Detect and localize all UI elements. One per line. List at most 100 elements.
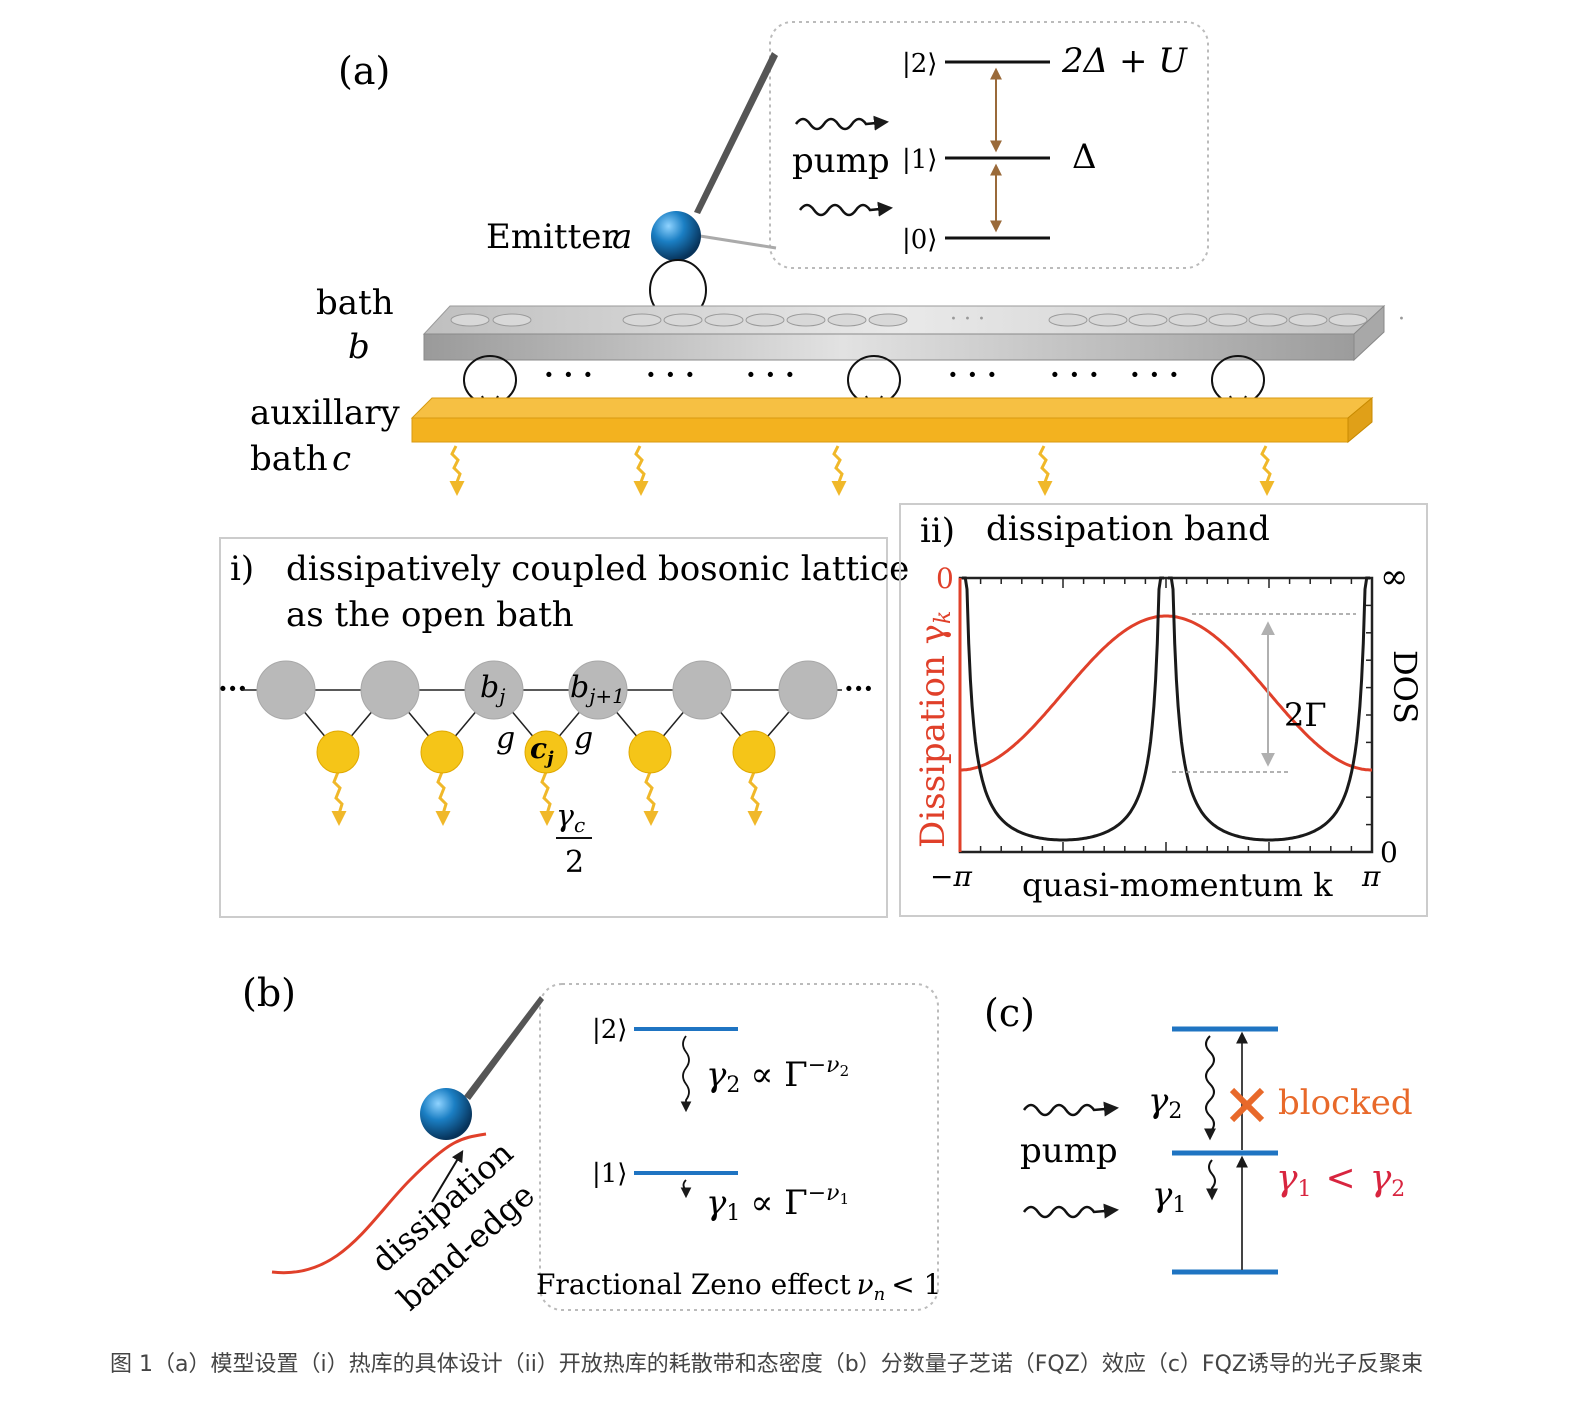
- dots-5: · · ·: [1050, 358, 1099, 391]
- lattice-site-b: [778, 660, 838, 720]
- emitter-label: Emitter: [486, 217, 618, 257]
- gamma1-relation: γ1∝ Γ−ν1: [706, 1181, 849, 1226]
- lattice-site-b: [256, 660, 316, 720]
- g-label-right: g: [574, 721, 593, 756]
- y-axis-label-left: Dissipation γk: [913, 611, 956, 848]
- dissipation-curve: [960, 614, 1372, 772]
- lattice-site-c: [732, 730, 776, 774]
- bath-hole: [1168, 313, 1208, 327]
- panel-b-inset-box: [539, 983, 939, 1311]
- lattice-site-b: [464, 660, 524, 720]
- panel-i-title-1: dissipatively coupled bosonic lattice: [286, 549, 909, 589]
- panel-c-label: (c): [984, 991, 1035, 1035]
- panel-b-ket-1: |1⟩: [592, 1159, 627, 1189]
- panel-b-emitter-ball: [420, 1088, 472, 1140]
- level-inset-box: [769, 21, 1209, 269]
- panel-i-roman: i): [230, 549, 254, 589]
- bosonic-lattice: [242, 660, 842, 826]
- decay-arrow: [633, 445, 649, 496]
- lattice-decay-arrow: [643, 771, 659, 826]
- rate-relation: γ1<γ2: [1276, 1158, 1405, 1202]
- bath-hole: [827, 313, 867, 327]
- emitter-ball: [651, 211, 701, 261]
- lattice-decay-arrow: [435, 771, 451, 826]
- bath-hole: [1248, 313, 1288, 327]
- aux-decay-arrows: [449, 445, 1275, 496]
- tick-left-top: 0: [936, 562, 954, 595]
- panel-b-decay-2: [680, 1035, 692, 1113]
- panel-c-gamma1: γ1: [1152, 1175, 1186, 1218]
- lattice-ellipsis-left: ···: [218, 672, 247, 705]
- coupling-loop: [463, 355, 517, 405]
- bath-hole: [868, 313, 908, 327]
- g-label-left: g: [496, 721, 515, 756]
- panel-ii: ii) dissipation band 0 ∞ 0 −π π quasi-mo…: [899, 503, 1428, 917]
- panel-b-pointer: [464, 996, 544, 1100]
- ket-2: |2⟩: [902, 49, 937, 79]
- lattice-decay-arrow: [331, 771, 347, 826]
- bath-hole: [745, 313, 785, 327]
- bath-hole: [1328, 313, 1368, 327]
- lattice-site-b: [360, 660, 420, 720]
- bath-symbol: b: [348, 327, 370, 367]
- panel-i-title-2: as the open bath: [286, 595, 574, 635]
- coupling-loop: [847, 355, 901, 405]
- pump-wave-arrow-2: [798, 201, 893, 217]
- lattice-site-c: [420, 730, 464, 774]
- bath-hole: [1288, 313, 1328, 327]
- band-edge-pointer-arrow: [431, 1149, 464, 1203]
- gamma-c-label: γc: [556, 799, 585, 837]
- dots-3: · · ·: [746, 358, 795, 391]
- panel-c-decay-1: [1206, 1159, 1218, 1201]
- panel-b-ket-2: |2⟩: [592, 1015, 627, 1045]
- ket-0: |0⟩: [902, 225, 937, 255]
- lattice-ellipsis-right: ···: [844, 672, 873, 705]
- aux-label-1: auxillary: [250, 393, 400, 433]
- b-j-label: bj: [480, 670, 505, 708]
- panel-ii-title: dissipation band: [986, 509, 1270, 549]
- svg-text:·: ·: [1398, 307, 1405, 332]
- dots-2: · · ·: [646, 358, 695, 391]
- panel-c-pump-wave-2: [1022, 1203, 1119, 1219]
- aux-beam-top: [410, 397, 1374, 419]
- panel-c: (c) blocked γ2 γ1 γ1<γ2 pump: [984, 991, 1413, 1275]
- b-j1-label: bj+1: [570, 670, 625, 708]
- dissipation-plot: [958, 576, 1374, 854]
- pump-wave-arrow-1: [794, 115, 889, 131]
- panel-c-gamma2: γ2: [1148, 1081, 1182, 1124]
- gamma-c-denominator: 2: [565, 845, 584, 880]
- aux-label-2: bath: [250, 439, 328, 479]
- gamma2-relation: γ2∝ Γ−ν2: [706, 1053, 849, 1098]
- emitter-symbol: a: [612, 217, 632, 257]
- y-axis-label-right: DOS: [1386, 650, 1424, 724]
- inset-pointer: [694, 52, 778, 214]
- decay-arrow: [449, 445, 465, 496]
- panel-b: (b) dissipation band-edge |2⟩ |1⟩ γ2∝ Γ−…: [242, 971, 941, 1318]
- tick-right-top: ∞: [1380, 557, 1408, 597]
- bath-hole: [1128, 313, 1168, 327]
- gap-label: 2Γ: [1284, 696, 1327, 734]
- panel-i-frame: [219, 537, 888, 918]
- panel-a-label: (a): [338, 49, 390, 93]
- coupling-loop: [1211, 355, 1265, 405]
- decay-arrow: [1037, 445, 1053, 496]
- tick-x-left: −π: [930, 860, 972, 893]
- panel-c-pump-label: pump: [1020, 1131, 1118, 1171]
- svg-text:· · ·: · · ·: [950, 307, 985, 332]
- bath-holes: [450, 313, 1368, 327]
- lattice-site-b: [672, 660, 732, 720]
- figure-caption: 图 1（a）模型设置（i）热库的具体设计（ii）开放热库的耗散带和态密度（b）分…: [110, 1352, 1423, 1377]
- dots-6: · · ·: [1130, 358, 1179, 391]
- dos-curve-right: [1168, 576, 1370, 842]
- bath-hole: [1088, 313, 1128, 327]
- panel-a: (a) |2⟩ |1⟩ |0⟩ 2Δ + U Δ pump Emitter a …: [250, 21, 1405, 496]
- bath-hole: [1048, 313, 1088, 327]
- panel-c-pump-wave-1: [1022, 1101, 1119, 1117]
- bath-hole: [663, 313, 703, 327]
- bath-hole: [1208, 313, 1248, 327]
- decay-arrow: [1259, 445, 1275, 496]
- band-edge-curve: [271, 1132, 487, 1275]
- bath-label: bath: [316, 283, 394, 323]
